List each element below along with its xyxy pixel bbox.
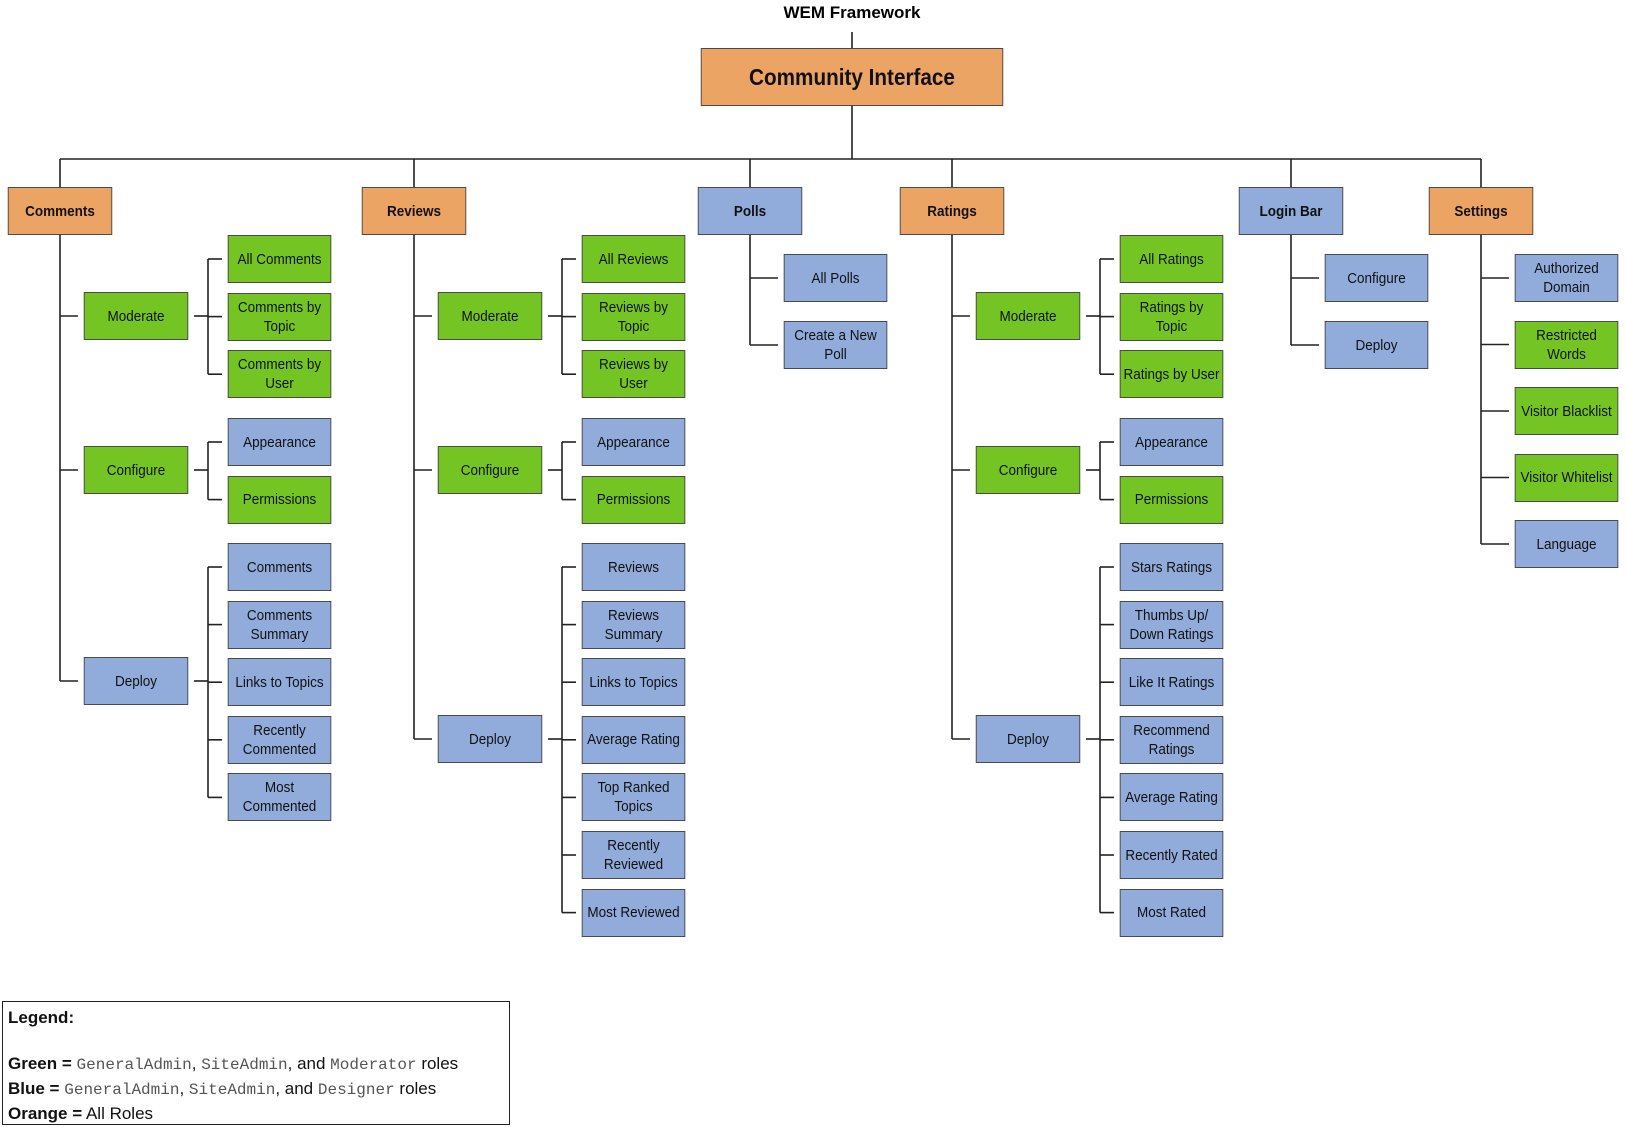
- leaf-reviews-recently-reviewed: Recently Reviewed: [581, 831, 686, 879]
- legend-suffix: roles: [416, 1054, 459, 1073]
- leaf-comments-comments-by-user: Comments by User: [227, 350, 332, 399]
- leaf-ratings-most-rated: Most Rated: [1119, 888, 1224, 937]
- leaf-ratings-recently-rated: Recently Rated: [1119, 831, 1224, 879]
- category-ratings: Ratings: [899, 187, 1005, 235]
- hub-comments-configure: Configure: [83, 446, 189, 494]
- leaf-reviews-all-reviews: All Reviews: [581, 235, 686, 283]
- leaf-reviews-reviews: Reviews: [581, 543, 686, 591]
- leaf-reviews-reviews-summary: Reviews Summary: [581, 600, 686, 649]
- leaf-ratings-thumbs-up-down-ratings: Thumbs Up/ Down Ratings: [1119, 600, 1224, 649]
- hub-ratings-deploy: Deploy: [975, 715, 1081, 763]
- leaf-login-bar-deploy: Deploy: [1324, 321, 1429, 369]
- leaf-ratings-like-it-ratings: Like It Ratings: [1119, 658, 1224, 707]
- leaf-ratings-permissions: Permissions: [1119, 475, 1224, 524]
- legend-orange-name: Orange =: [8, 1104, 83, 1123]
- category-login-bar: Login Bar: [1238, 187, 1344, 235]
- legend-title: Legend:: [8, 1008, 75, 1027]
- legend-green-name: Green =: [8, 1054, 72, 1073]
- leaf-comments-recently-commented: Recently Commented: [227, 715, 332, 764]
- leaf-ratings-average-rating: Average Rating: [1119, 773, 1224, 822]
- legend-orange: Orange = All Roles: [8, 1102, 504, 1125]
- leaf-comments-appearance: Appearance: [227, 418, 332, 466]
- leaf-reviews-appearance: Appearance: [581, 418, 686, 466]
- leaf-reviews-reviews-by-user: Reviews by User: [581, 350, 686, 399]
- category-settings: Settings: [1428, 187, 1534, 235]
- leaf-settings-visitor-whitelist: Visitor Whitelist: [1514, 453, 1619, 502]
- framework-label: WEM Framework: [783, 3, 921, 22]
- hub-ratings-moderate: Moderate: [975, 292, 1081, 340]
- leaf-polls-all-polls: All Polls: [783, 254, 888, 302]
- hub-reviews-deploy: Deploy: [437, 715, 543, 763]
- category-reviews: Reviews: [361, 187, 467, 235]
- legend-blue: Blue = GeneralAdmin, SiteAdmin, and Desi…: [8, 1077, 504, 1102]
- hub-reviews-configure: Configure: [437, 446, 543, 494]
- leaf-comments-all-comments: All Comments: [227, 235, 332, 283]
- category-comments: Comments: [7, 187, 113, 235]
- hub-ratings-configure: Configure: [975, 446, 1081, 494]
- legend-role: Moderator: [330, 1056, 417, 1074]
- legend-sep: , and: [275, 1079, 318, 1098]
- legend-suffix: roles: [394, 1079, 437, 1098]
- leaf-reviews-reviews-by-topic: Reviews by Topic: [581, 292, 686, 341]
- legend-role: SiteAdmin: [201, 1056, 288, 1074]
- leaf-reviews-top-ranked-topics: Top Ranked Topics: [581, 773, 686, 822]
- leaf-reviews-permissions: Permissions: [581, 475, 686, 524]
- leaf-reviews-links-to-topics: Links to Topics: [581, 658, 686, 707]
- hub-reviews-moderate: Moderate: [437, 292, 543, 340]
- root-node-community-interface: Community Interface: [700, 48, 1004, 106]
- category-polls: Polls: [697, 187, 803, 235]
- leaf-ratings-recommend-ratings: Recommend Ratings: [1119, 715, 1224, 764]
- legend-role: Designer: [317, 1081, 395, 1099]
- leaf-comments-comments-by-topic: Comments by Topic: [227, 292, 332, 341]
- leaf-ratings-ratings-by-topic: Ratings by Topic: [1119, 292, 1224, 341]
- leaf-settings-language: Language: [1514, 520, 1619, 568]
- leaf-polls-create-a-new-poll: Create a New Poll: [783, 321, 888, 369]
- legend-sep: , and: [287, 1054, 331, 1073]
- leaf-settings-visitor-blacklist: Visitor Blacklist: [1514, 387, 1619, 435]
- leaf-comments-comments-summary: Comments Summary: [227, 600, 332, 649]
- legend-box: Legend: Green = GeneralAdmin, SiteAdmin,…: [2, 1001, 510, 1125]
- legend-blue-name: Blue =: [8, 1079, 60, 1098]
- leaf-comments-most-commented: Most Commented: [227, 773, 332, 822]
- leaf-ratings-stars-ratings: Stars Ratings: [1119, 543, 1224, 591]
- legend-orange-text: All Roles: [82, 1104, 154, 1123]
- leaf-settings-restricted-words: Restricted Words: [1514, 320, 1619, 369]
- leaf-reviews-most-reviewed: Most Reviewed: [581, 888, 686, 937]
- leaf-comments-comments: Comments: [227, 543, 332, 591]
- leaf-login-bar-configure: Configure: [1324, 254, 1429, 302]
- leaf-comments-links-to-topics: Links to Topics: [227, 658, 332, 707]
- leaf-reviews-average-rating: Average Rating: [581, 715, 686, 764]
- leaf-ratings-all-ratings: All Ratings: [1119, 235, 1224, 283]
- legend-role: SiteAdmin: [188, 1081, 276, 1099]
- leaf-settings-authorized-domain: Authorized Domain: [1514, 254, 1619, 302]
- legend-role: GeneralAdmin: [76, 1056, 192, 1074]
- leaf-ratings-ratings-by-user: Ratings by User: [1119, 350, 1224, 399]
- legend-role: GeneralAdmin: [64, 1081, 180, 1099]
- legend-green: Green = GeneralAdmin, SiteAdmin, and Mod…: [8, 1052, 504, 1077]
- legend-sep: ,: [191, 1054, 202, 1073]
- legend-sep: ,: [179, 1079, 189, 1098]
- leaf-ratings-appearance: Appearance: [1119, 418, 1224, 466]
- hub-comments-deploy: Deploy: [83, 657, 189, 705]
- leaf-comments-permissions: Permissions: [227, 475, 332, 524]
- hub-comments-moderate: Moderate: [83, 292, 189, 340]
